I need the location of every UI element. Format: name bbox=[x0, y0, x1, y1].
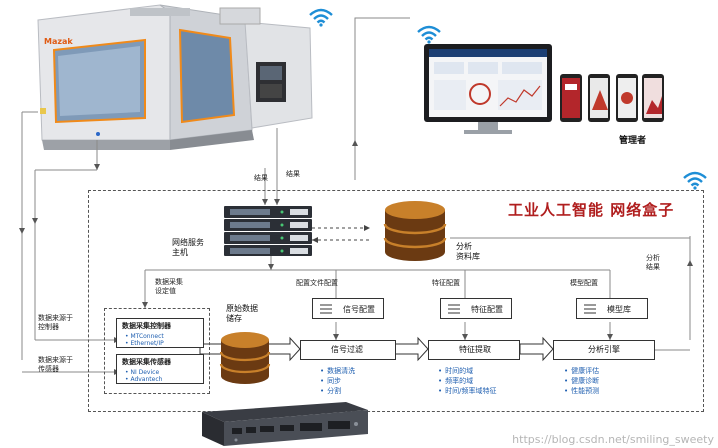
source-controller-label: 数据来源于 控制器 bbox=[38, 314, 73, 331]
collector-controller-item: • MTConnect bbox=[125, 333, 164, 340]
model-library-label: 模型库 bbox=[607, 305, 631, 314]
collect-setting-label: 数据采集 设定值 bbox=[155, 278, 183, 295]
server-rack-image bbox=[224, 206, 312, 256]
feature-bullets: •时间的域 •频率的域 •时间/频率域特征 bbox=[438, 366, 497, 396]
bullet-item: •数据清洗 bbox=[320, 367, 356, 375]
bullet-item: •同步 bbox=[320, 377, 342, 385]
signal-filter-box: 信号过滤 bbox=[300, 340, 396, 360]
cnc-machine-image bbox=[37, 4, 313, 150]
signal-config-label: 信号配置 bbox=[343, 305, 375, 314]
wifi-icon bbox=[417, 25, 441, 44]
engine-bullets: •健康评估 •健康诊断 •性能预测 bbox=[564, 366, 599, 396]
model-library-box: 模型库 bbox=[576, 298, 648, 319]
wifi-icon bbox=[683, 171, 707, 190]
document-icon bbox=[320, 304, 332, 314]
collector-controller-title: 数据采集控制器 bbox=[122, 322, 171, 330]
collector-controller-box: 数据采集控制器 • MTConnect • Ethernet/IP bbox=[116, 318, 204, 348]
feature-extract-box: 特征提取 bbox=[428, 340, 520, 360]
source-sensor-label: 数据来源于 传感器 bbox=[38, 356, 73, 373]
feature-config-box: 特征配置 bbox=[440, 298, 512, 319]
analysis-result-label: 分析 结果 bbox=[646, 254, 660, 271]
bullet-item: •时间的域 bbox=[438, 367, 474, 375]
watermark-text: https://blog.csdn.net/smiling_sweety bbox=[512, 433, 714, 446]
analysis-engine-box: 分析引擎 bbox=[553, 340, 655, 360]
raw-storage-database-icon bbox=[219, 332, 271, 384]
raw-storage-label: 原始数据 储存 bbox=[226, 304, 258, 323]
collector-sensor-title: 数据采集传感器 bbox=[122, 358, 171, 366]
bullet-item: •健康诊断 bbox=[564, 377, 600, 385]
analysis-db-label: 分析 资料库 bbox=[456, 242, 480, 261]
config-file-label: 配置文件配置 bbox=[296, 279, 338, 287]
bullet-item: •时间/频率域特征 bbox=[438, 387, 497, 395]
signal-config-box: 信号配置 bbox=[312, 298, 384, 319]
collector-controller-item: • Ethernet/IP bbox=[125, 340, 164, 347]
analysis-database-icon bbox=[383, 201, 447, 261]
industrial-pc-image bbox=[202, 402, 368, 446]
model-config-label: 模型配置 bbox=[570, 279, 598, 287]
collector-sensor-box: 数据采集传感器 • NI Device • Advantech bbox=[116, 354, 204, 384]
document-icon bbox=[448, 304, 460, 314]
feature-config-label: 特征配置 bbox=[432, 279, 460, 287]
collector-sensor-item: • NI Device bbox=[125, 369, 160, 376]
ai-box-frame bbox=[88, 190, 704, 412]
bullet-item: •健康评估 bbox=[564, 367, 600, 375]
feature-extract-label: 特征提取 bbox=[459, 345, 491, 354]
wifi-icon bbox=[309, 8, 333, 27]
filter-bullets: •数据清洗 •同步 •分割 bbox=[320, 366, 355, 396]
result-label-1: 结果 bbox=[254, 174, 268, 182]
devices-image bbox=[424, 44, 664, 134]
document-icon bbox=[584, 304, 596, 314]
manager-label: 管理者 bbox=[619, 136, 647, 146]
feature-config-box-label: 特征配置 bbox=[471, 305, 503, 314]
machine-brand-logo: Mazak bbox=[44, 37, 73, 46]
collector-sensor-item: • Advantech bbox=[125, 376, 163, 383]
collector-frame bbox=[104, 308, 210, 394]
bullet-item: •分割 bbox=[320, 387, 342, 395]
server-label: 网络服务 主机 bbox=[172, 238, 204, 257]
analysis-engine-label: 分析引擎 bbox=[588, 345, 620, 354]
bullet-item: •频率的域 bbox=[438, 377, 474, 385]
bullet-item: •性能预测 bbox=[564, 387, 600, 395]
diagram-title: 工业人工智能 网络盒子 bbox=[508, 201, 675, 219]
signal-filter-label: 信号过滤 bbox=[331, 345, 363, 354]
result-label-2: 结果 bbox=[286, 170, 300, 178]
